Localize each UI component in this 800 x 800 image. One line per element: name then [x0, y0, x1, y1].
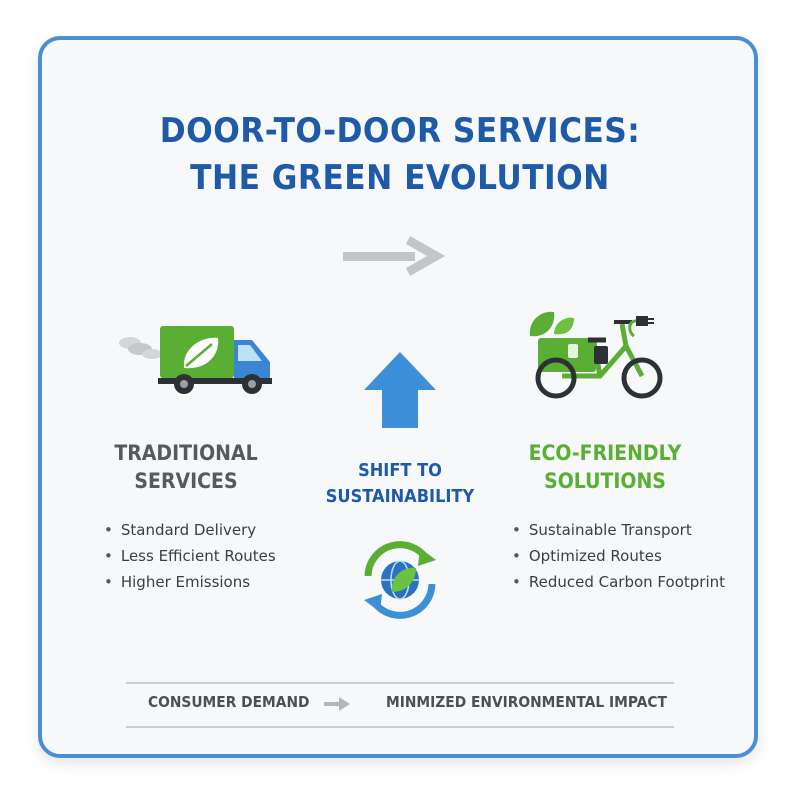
- eco-list: Sustainable Transport Optimized Routes R…: [512, 517, 725, 595]
- eco-item: Reduced Carbon Footprint: [512, 569, 725, 595]
- delivery-truck-icon: [119, 326, 272, 394]
- globe-recycle-icon: [364, 541, 436, 619]
- traditional-item: Less Efficient Routes: [104, 543, 276, 569]
- traditional-item: Standard Delivery: [104, 517, 276, 543]
- small-right-arrow-icon: [324, 697, 350, 711]
- electric-cargo-bike-icon: [529, 311, 663, 399]
- shift-label-line-2: SUSTAINABILITY: [325, 486, 475, 507]
- eco-heading-line-2: SOLUTIONS: [544, 469, 666, 493]
- bottom-right-label: MINMIZED ENVIRONMENTAL IMPACT: [386, 693, 667, 711]
- gray-right-arrow-icon: [343, 236, 446, 276]
- traditional-item: Higher Emissions: [104, 569, 276, 595]
- eco-item: Sustainable Transport: [512, 517, 725, 543]
- traditional-list: Standard Delivery Less Efficient Routes …: [104, 517, 276, 595]
- bottom-left-label: CONSUMER DEMAND: [148, 693, 310, 711]
- shift-label-line-1: SHIFT TO: [358, 460, 442, 481]
- title-line-1: DOOR-TO-DOOR SERVICES:: [159, 111, 641, 151]
- title-line-2: THE GREEN EVOLUTION: [190, 158, 610, 198]
- traditional-heading-line-1: TRADITIONAL: [114, 441, 258, 465]
- eco-item: Optimized Routes: [512, 543, 725, 569]
- bottom-divider-bottom: [126, 726, 674, 728]
- bottom-divider-top: [126, 682, 674, 684]
- blue-up-arrow-icon: [364, 352, 436, 428]
- traditional-heading-line-2: SERVICES: [134, 469, 238, 493]
- eco-heading-line-1: ECO-FRIENDLY: [528, 441, 682, 465]
